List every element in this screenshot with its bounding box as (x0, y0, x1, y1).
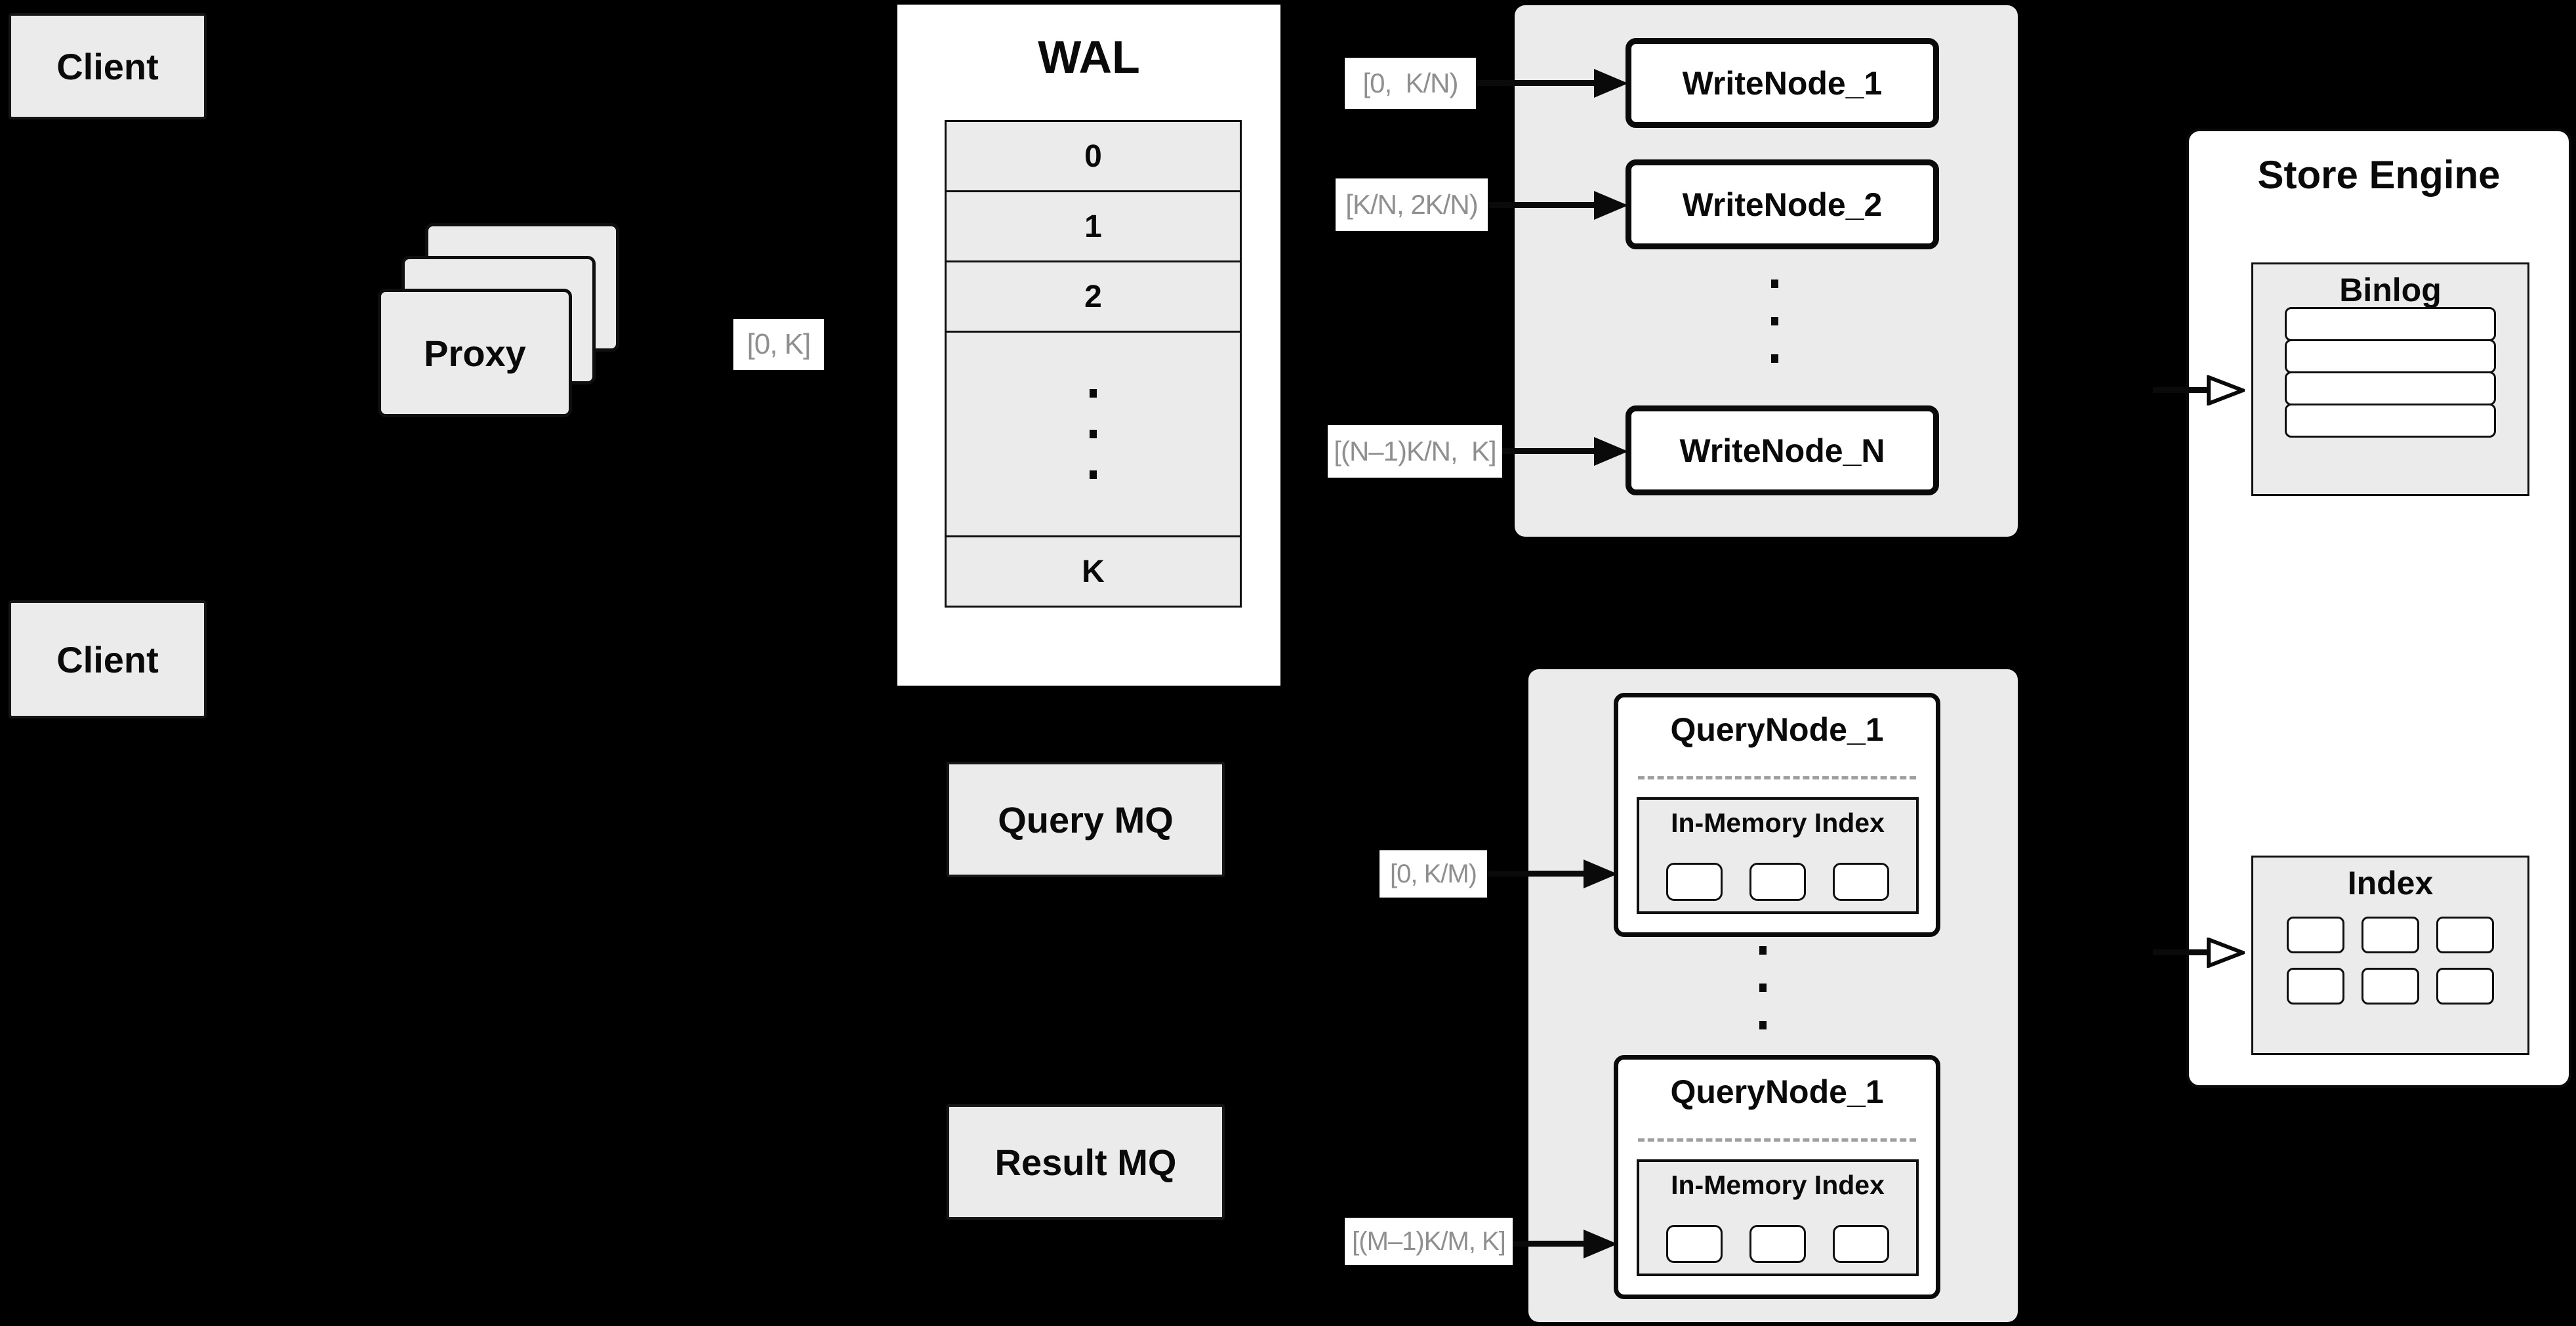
index-cell (1749, 863, 1806, 901)
index-cell (2361, 968, 2419, 1005)
index-cell (2436, 917, 2494, 953)
index-cell (2361, 917, 2419, 953)
wal-segment-table: 0 1 2 K (945, 120, 1242, 608)
wal-segment-row: K (945, 535, 1242, 608)
query-node-bottom-title: QueryNode_1 (1670, 1073, 1884, 1110)
client-top-box: Client (9, 13, 207, 119)
wal-segment-row: 1 (945, 190, 1242, 262)
index-cell (2287, 968, 2344, 1005)
index-cell (1833, 863, 1889, 901)
query-node-top-title: QueryNode_1 (1670, 711, 1884, 748)
write-node-1-box: WriteNode_1 (1625, 38, 1939, 128)
in-memory-index-title: In-Memory Index (1671, 808, 1885, 838)
in-memory-index-box: In-Memory Index (1637, 1159, 1919, 1276)
binlog-row (2285, 371, 2496, 405)
index-cell (2436, 968, 2494, 1005)
binlog-row (2285, 307, 2496, 341)
index-cell (1666, 863, 1723, 901)
query-node-ellipsis-icon (1759, 946, 1767, 1029)
index-cell-row (2253, 917, 2527, 953)
write-node-n-box: WriteNode_N (1625, 405, 1939, 495)
result-mq-label: Result MQ (994, 1141, 1177, 1183)
write-range-label-n: [(N–1)K/N, K] (1328, 425, 1502, 478)
index-cell-row (2253, 968, 2527, 1005)
query-node-bottom-box: QueryNode_1 In-Memory Index (1614, 1055, 1940, 1299)
binlog-row (2285, 339, 2496, 373)
query-node-top-box: QueryNode_1 In-Memory Index (1614, 693, 1940, 937)
arrow-range-to-querynode-bottom (1511, 1230, 1618, 1258)
index-cell (2287, 917, 2344, 953)
index-cell (1749, 1225, 1806, 1263)
store-engine-panel: Store Engine Binlog Index (2186, 129, 2571, 1088)
vertical-ellipsis-icon (1090, 389, 1097, 479)
query-range-label-bottom: [(M–1)K/M, K] (1345, 1218, 1513, 1265)
write-node-1-label: WriteNode_1 (1682, 64, 1883, 102)
write-range-label-1: [0, K/N) (1345, 58, 1476, 109)
arrow-to-binlog (2153, 375, 2245, 405)
write-node-2-label: WriteNode_2 (1682, 186, 1883, 223)
client-bottom-label: Client (56, 638, 159, 680)
wal-ellipsis-row (945, 331, 1242, 537)
store-engine-title: Store Engine (2257, 153, 2501, 197)
query-range-label-top: [0, K/M) (1380, 850, 1487, 898)
wal-panel: WAL 0 1 2 K (895, 3, 1282, 688)
in-memory-index-title: In-Memory Index (1671, 1170, 1885, 1200)
write-node-n-label: WriteNode_N (1679, 432, 1885, 469)
arrow-range-to-writenode-1 (1476, 69, 1628, 98)
client-top-label: Client (56, 45, 159, 87)
query-mq-label: Query MQ (998, 798, 1174, 840)
in-memory-index-cells (1639, 1225, 1916, 1263)
binlog-title: Binlog (2339, 272, 2442, 308)
arrow-range-to-writenode-n (1502, 437, 1628, 466)
binlog-row (2285, 404, 2496, 438)
write-node-2-box: WriteNode_2 (1625, 159, 1939, 249)
dashed-divider (1638, 776, 1916, 779)
binlog-box: Binlog (2251, 262, 2529, 496)
proxy-box: Proxy (378, 289, 572, 417)
write-range-label-2: [K/N, 2K/N) (1336, 178, 1488, 231)
wal-segment-row: 0 (945, 120, 1242, 192)
client-bottom-box: Client (9, 600, 207, 718)
wal-segment-row: 2 (945, 260, 1242, 333)
arrow-range-to-writenode-2 (1486, 191, 1628, 220)
index-box: Index (2251, 856, 2529, 1055)
arrow-range-to-querynode-top (1488, 860, 1618, 888)
index-cell (1833, 1225, 1889, 1263)
query-mq-box: Query MQ (947, 762, 1225, 877)
in-memory-index-cells (1639, 863, 1916, 901)
proxy-range-label: [0, K] (733, 319, 824, 370)
proxy-label: Proxy (424, 332, 526, 374)
index-title: Index (2347, 865, 2434, 901)
arrow-to-index (2153, 938, 2245, 968)
wal-title: WAL (1038, 31, 1140, 83)
index-cell (1666, 1225, 1723, 1263)
write-node-ellipsis-icon (1771, 280, 1778, 363)
result-mq-box: Result MQ (947, 1104, 1225, 1220)
dashed-divider (1638, 1138, 1916, 1142)
in-memory-index-box: In-Memory Index (1637, 797, 1919, 914)
